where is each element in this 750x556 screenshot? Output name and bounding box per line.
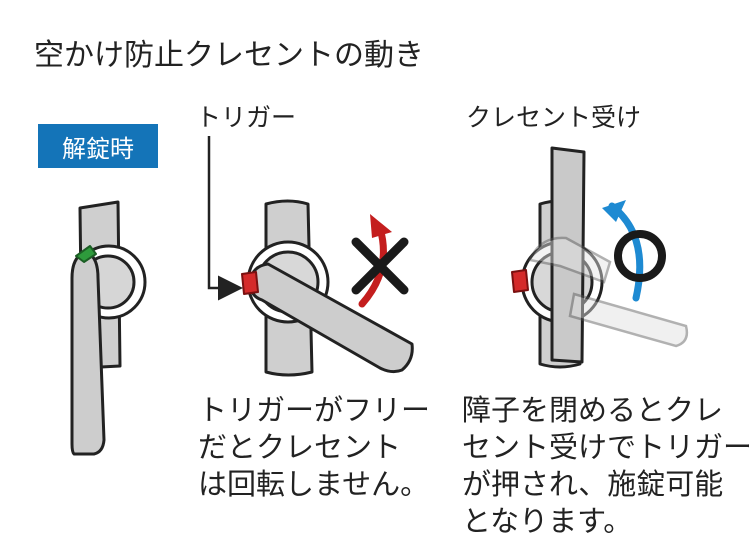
middle-trigger-red-icon (241, 271, 259, 295)
left-handle (70, 250, 106, 456)
right-caption-line-2: セント受けでトリガー (462, 430, 750, 464)
rotation-arrow-blue-icon (602, 200, 644, 302)
right-caption-line-1: 障子を閉めるとクレ (462, 393, 724, 427)
right-caption: 障子を閉めるとクレ セント受けでトリガー が押され、施錠可能 となります。 (462, 392, 750, 540)
receiver-bar (550, 146, 586, 364)
middle-caption-line-2: だとクレセント (198, 430, 402, 464)
unlocked-badge: 解錠時 (38, 124, 158, 168)
unlocked-crescent (70, 200, 147, 456)
trigger-pointer-line (207, 136, 243, 301)
receiver-label: クレセント受け (466, 103, 642, 132)
middle-caption: トリガーがフリー だとクレセント は回転しません。 (198, 392, 430, 503)
cross-mark-icon (351, 237, 409, 295)
right-caption-line-3: が押され、施錠可能 (462, 467, 724, 501)
circle-mark-icon (614, 230, 666, 282)
right-caption-line-4: となります。 (462, 504, 633, 538)
lockable-crescent (511, 146, 604, 369)
trigger-label: トリガー (196, 103, 297, 132)
middle-handle (248, 262, 414, 374)
middle-caption-line-3: は回転しません。 (198, 467, 430, 501)
trigger-free-crescent (241, 199, 414, 377)
right-trigger-red-icon (511, 269, 529, 293)
left-trigger-green-icon (75, 245, 97, 263)
page-title: 空かけ防止クレセントの動き (34, 38, 424, 73)
ghost-handle (528, 236, 689, 348)
middle-caption-line-1: トリガーがフリー (198, 393, 431, 427)
